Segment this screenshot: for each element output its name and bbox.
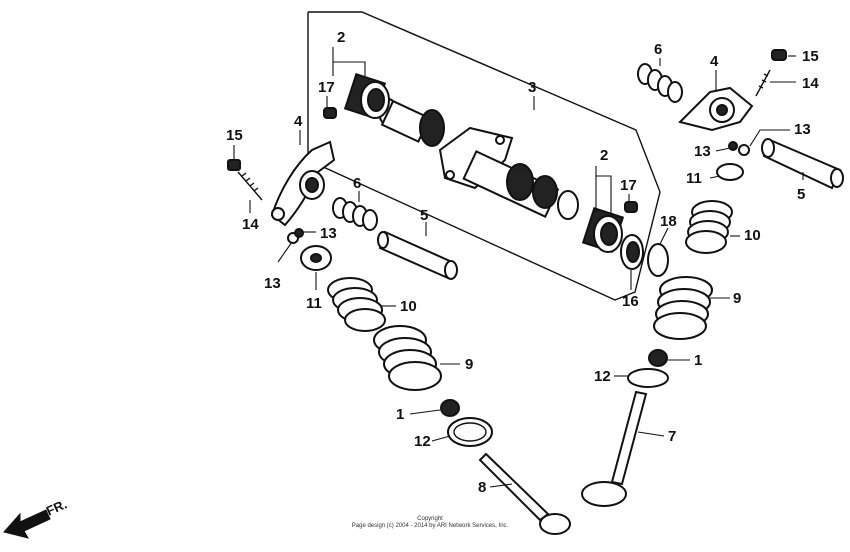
callout-11-right: 11 bbox=[686, 170, 702, 187]
adjuster-screw-left bbox=[227, 159, 263, 201]
callout-8: 8 bbox=[478, 479, 486, 496]
valve-spring-outer-right bbox=[685, 200, 733, 254]
callout-9-left: 9 bbox=[465, 356, 473, 373]
dowel-pin-right bbox=[624, 201, 638, 213]
callout-14-left: 14 bbox=[242, 216, 259, 233]
callout-17-left: 17 bbox=[318, 79, 335, 96]
callout-1-right: 1 bbox=[694, 352, 702, 369]
callout-18: 18 bbox=[660, 213, 677, 230]
callout-6-left: 6 bbox=[353, 175, 361, 192]
callout-13-lower-right: 13 bbox=[694, 143, 711, 160]
callout-14-right: 14 bbox=[802, 75, 819, 92]
callout-10-right: 10 bbox=[744, 227, 761, 244]
callout-10-left: 10 bbox=[400, 298, 417, 315]
callout-16: 16 bbox=[622, 293, 639, 310]
callout-17-right: 17 bbox=[620, 177, 637, 194]
camshaft-bearing-left bbox=[343, 72, 390, 120]
callout-13-upper-right: 13 bbox=[794, 121, 811, 138]
spring-seat-left-inner bbox=[453, 422, 487, 442]
callout-2-right: 2 bbox=[600, 147, 608, 164]
rocker-arm-right bbox=[678, 86, 754, 132]
callout-1-left: 1 bbox=[396, 406, 404, 423]
valve-8 bbox=[478, 452, 571, 535]
callout-9-right: 9 bbox=[733, 290, 741, 307]
spring-6-left bbox=[332, 197, 378, 231]
adjuster-cap-right bbox=[771, 49, 787, 61]
spring-6-right bbox=[637, 63, 683, 103]
camshaft-group-boundary bbox=[307, 11, 661, 301]
adjuster-screw-right bbox=[755, 69, 771, 97]
callout-5-left: 5 bbox=[420, 207, 428, 224]
front-direction-arrow-icon bbox=[3, 509, 51, 539]
callout-12-left: 12 bbox=[414, 433, 431, 450]
callout-13-upper-left: 13 bbox=[320, 225, 337, 242]
leader-lines bbox=[233, 47, 804, 488]
dowel-pin-left bbox=[323, 107, 337, 119]
camshaft bbox=[378, 98, 579, 220]
stem-seal-left bbox=[440, 399, 460, 417]
callout-2-left: 2 bbox=[337, 29, 345, 46]
valve-7 bbox=[581, 390, 648, 507]
lock-nut-left bbox=[287, 228, 304, 244]
callout-6-right: 6 bbox=[654, 41, 662, 58]
rocker-shaft-right bbox=[761, 138, 844, 190]
callout-15-left: 15 bbox=[226, 127, 243, 144]
stem-seal-right bbox=[648, 349, 668, 367]
callout-4-left: 4 bbox=[294, 113, 303, 130]
valve-spring-outer-left bbox=[327, 277, 386, 332]
retainer-11-right bbox=[716, 163, 744, 181]
callout-12-right: 12 bbox=[594, 368, 611, 385]
lock-nut-right bbox=[728, 141, 750, 156]
camshaft-bearing-right bbox=[581, 206, 625, 254]
callout-13-lower-left: 13 bbox=[264, 275, 281, 292]
callout-15-right: 15 bbox=[802, 48, 819, 65]
retainer-11-left bbox=[300, 245, 332, 271]
spring-seat-right bbox=[627, 368, 669, 388]
callout-3: 3 bbox=[528, 79, 536, 96]
callout-7: 7 bbox=[668, 428, 676, 445]
copyright-line-2: Page design (c) 2004 - 2014 by ARI Netwo… bbox=[351, 523, 509, 529]
copyright-line-1: Copyright bbox=[417, 516, 443, 522]
oring-18 bbox=[647, 243, 669, 277]
callout-11-left: 11 bbox=[306, 295, 322, 312]
valve-spring-inner-left bbox=[373, 325, 442, 391]
rocker-arm-left bbox=[270, 140, 336, 227]
callout-5-right: 5 bbox=[797, 186, 805, 203]
callout-4-right: 4 bbox=[710, 53, 719, 70]
camshaft-seal-16-inner bbox=[626, 241, 640, 263]
rocker-shaft-left bbox=[377, 230, 458, 280]
valve-spring-inner-right bbox=[653, 276, 713, 340]
